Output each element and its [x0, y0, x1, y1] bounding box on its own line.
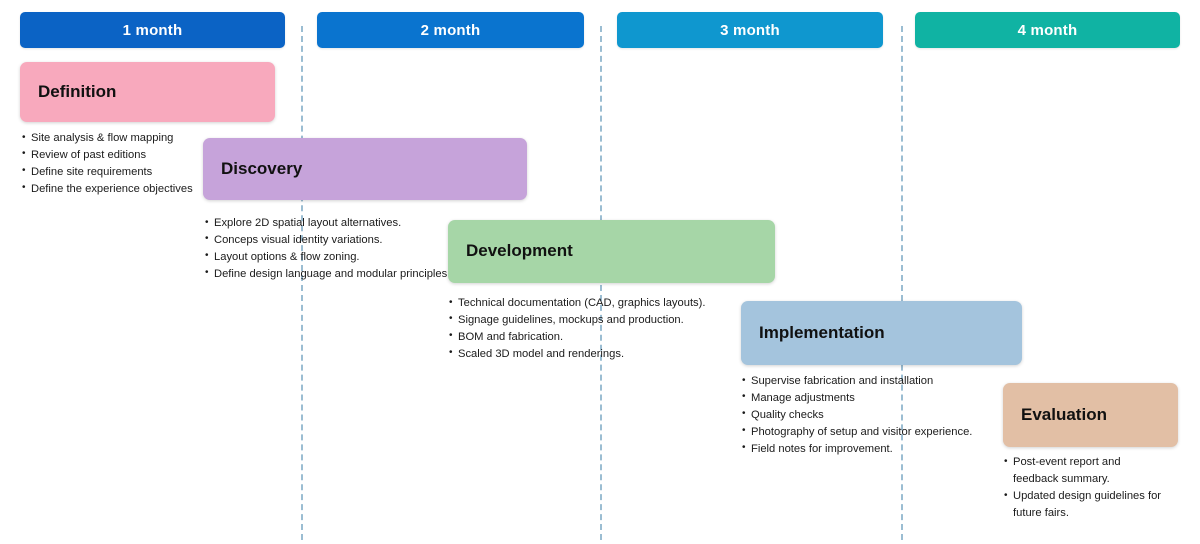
phase-title-evaluation: Evaluation — [1021, 404, 1107, 424]
bullet-item: Post-event report and feedback summary. — [1004, 453, 1164, 488]
bullet-item: Conceps visual identity variations. — [205, 232, 447, 249]
bullet-list-implementation: Supervise fabrication and installationMa… — [742, 374, 972, 459]
month-header-2[interactable]: 2 month — [317, 12, 584, 48]
phase-block-implementation[interactable]: Implementation — [741, 301, 1022, 365]
month-divider-2 — [600, 26, 602, 540]
bullet-list-evaluation: Post-event report and feedback summary.U… — [1004, 453, 1164, 522]
bullet-item: Site analysis & flow mapping — [22, 131, 193, 147]
month-divider-1 — [301, 26, 303, 540]
phase-title-implementation: Implementation — [759, 322, 885, 342]
phase-title-development: Development — [466, 241, 573, 261]
bullet-item: Review of past editions — [22, 147, 193, 164]
bullet-item: Supervise fabrication and installation — [742, 374, 972, 390]
bullet-item: Technical documentation (CAD, graphics l… — [449, 296, 705, 312]
bullet-item: Field notes for improvement. — [742, 441, 972, 458]
month-divider-3 — [901, 26, 903, 540]
month-header-4[interactable]: 4 month — [915, 12, 1180, 48]
phase-block-evaluation[interactable]: Evaluation — [1003, 383, 1178, 447]
bullet-item: Updated design guidelines for future fai… — [1004, 488, 1164, 522]
phase-title-definition: Definition — [38, 81, 117, 101]
bullet-list-definition: Site analysis & flow mappingReview of pa… — [22, 131, 193, 199]
phase-title-discovery: Discovery — [221, 158, 303, 178]
bullet-item: Define the experience objectives — [22, 181, 193, 198]
phase-block-definition[interactable]: Definition — [20, 62, 275, 122]
month-header-3[interactable]: 3 month — [617, 12, 883, 48]
phase-block-development[interactable]: Development — [448, 220, 775, 283]
bullet-item: BOM and fabrication. — [449, 329, 705, 346]
bullet-item: Layout options & flow zoning. — [205, 249, 447, 266]
bullet-item: Scaled 3D model and renderings. — [449, 346, 705, 363]
phase-block-discovery[interactable]: Discovery — [203, 138, 527, 200]
bullet-item: Photography of setup and visitor experie… — [742, 424, 972, 441]
bullet-item: Define site requirements — [22, 164, 193, 181]
bullet-item: Define design language and modular princ… — [205, 266, 447, 283]
bullet-item: Signage guidelines, mockups and producti… — [449, 312, 705, 329]
bullet-item: Explore 2D spatial layout alternatives. — [205, 216, 447, 232]
bullet-item: Manage adjustments — [742, 390, 972, 407]
month-header-1[interactable]: 1 month — [20, 12, 285, 48]
bullet-list-development: Technical documentation (CAD, graphics l… — [449, 296, 705, 364]
bullet-list-discovery: Explore 2D spatial layout alternatives.C… — [205, 216, 447, 284]
bullet-item: Quality checks — [742, 407, 972, 424]
